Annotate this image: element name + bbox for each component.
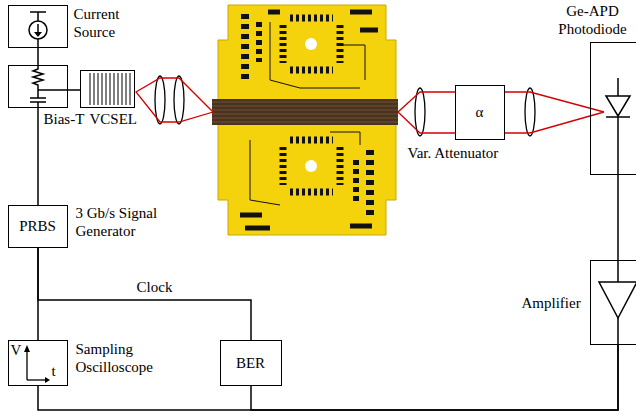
pcb-board — [212, 102, 398, 122]
photodiode-box: Ge-APD Photodiode — [590, 42, 636, 175]
pcb-board — [268, 12, 378, 30]
current-source-symbol — [37, 39, 39, 48]
attenuator-box: αVar. Attenuator — [455, 85, 505, 140]
wire-connector — [68, 89, 80, 91]
amplifier-symbol — [599, 260, 636, 345]
wire-connector — [251, 345, 618, 410]
oscilloscope-box: VtSampling Oscilloscope — [8, 340, 68, 386]
laser-beam — [136, 78, 604, 133]
photodiode-symbol — [617, 117, 619, 175]
wire-connector — [38, 248, 251, 340]
vcsel-layers — [90, 73, 130, 105]
signal-label: Clock — [135, 278, 175, 296]
photodiode-symbol — [606, 96, 630, 116]
photodiode-symbol — [606, 78, 630, 175]
pcb-board — [283, 147, 340, 185]
current-source-symbol — [29, 12, 47, 48]
axis-label: V — [11, 341, 22, 359]
wire-connector — [37, 48, 39, 65]
laser-beam — [136, 78, 213, 122]
bias-tee-symbol — [33, 65, 43, 98]
wire-connector — [617, 175, 619, 260]
oscilloscope-axes — [27, 379, 46, 380]
laser-beam — [398, 92, 455, 133]
pcb-board — [305, 38, 317, 50]
vcsel-laser: VCSEL — [80, 70, 135, 108]
component-label: Bias-T — [44, 110, 85, 128]
bias-tee-symbol — [38, 89, 68, 91]
component-label: Current Source — [74, 5, 144, 41]
attenuation-symbol: α — [476, 103, 484, 121]
box-text: BER — [236, 354, 265, 372]
amplifier-symbol — [617, 318, 619, 345]
amplifier-box: Amplifier — [590, 260, 636, 345]
photodiode-symbol — [617, 78, 619, 96]
component-label: Ge-APD Photodiode — [556, 2, 630, 38]
current-source-symbol — [34, 32, 42, 37]
vcsel-layers — [90, 73, 130, 105]
component-label: 3 Gb/s Signal Generator — [76, 204, 201, 240]
pcb-board — [270, 22, 365, 88]
pcb-board — [212, 99, 398, 125]
pcb-board — [366, 150, 374, 218]
current-source-box: Current Source — [8, 5, 68, 48]
signal-generator-box: PRBS3 Gb/s Signal Generator — [8, 205, 68, 248]
pcb-board — [353, 160, 359, 205]
pcb-board — [290, 18, 333, 70]
box-text: PRBS — [19, 217, 56, 235]
lens — [174, 76, 184, 124]
amplifier-symbol — [599, 282, 636, 318]
oscilloscope-axes — [26, 349, 27, 380]
current-source-symbol — [29, 21, 47, 39]
axis-label: t — [52, 362, 56, 380]
component-label: Var. Attenuator — [408, 144, 499, 162]
bias-tee-box: Bias-T — [8, 65, 68, 108]
pcb-board — [212, 5, 398, 235]
pcb-board — [283, 25, 340, 63]
pcb-board — [241, 14, 249, 82]
current-source-symbol — [37, 24, 39, 33]
component-label: VCSEL — [90, 110, 138, 128]
amplifier-symbol — [617, 260, 619, 282]
wire-connector — [37, 108, 39, 205]
bias-tee-symbol — [30, 65, 68, 108]
pcb-board — [250, 132, 360, 205]
current-source-symbol — [37, 12, 39, 21]
pcb-board — [305, 160, 317, 172]
pcb-board — [290, 140, 333, 192]
pcb-board — [256, 22, 262, 62]
pcb-board — [240, 215, 372, 228]
oscilloscope-axes — [24, 345, 50, 383]
oscilloscope-axes — [24, 345, 30, 352]
ber-tester-box: BER — [220, 340, 282, 386]
component-label: Amplifier — [522, 294, 581, 312]
component-label: Sampling Oscilloscope — [76, 340, 176, 376]
bias-tee-symbol — [30, 98, 46, 108]
lens — [525, 88, 535, 136]
oscilloscope-axes — [45, 377, 50, 383]
